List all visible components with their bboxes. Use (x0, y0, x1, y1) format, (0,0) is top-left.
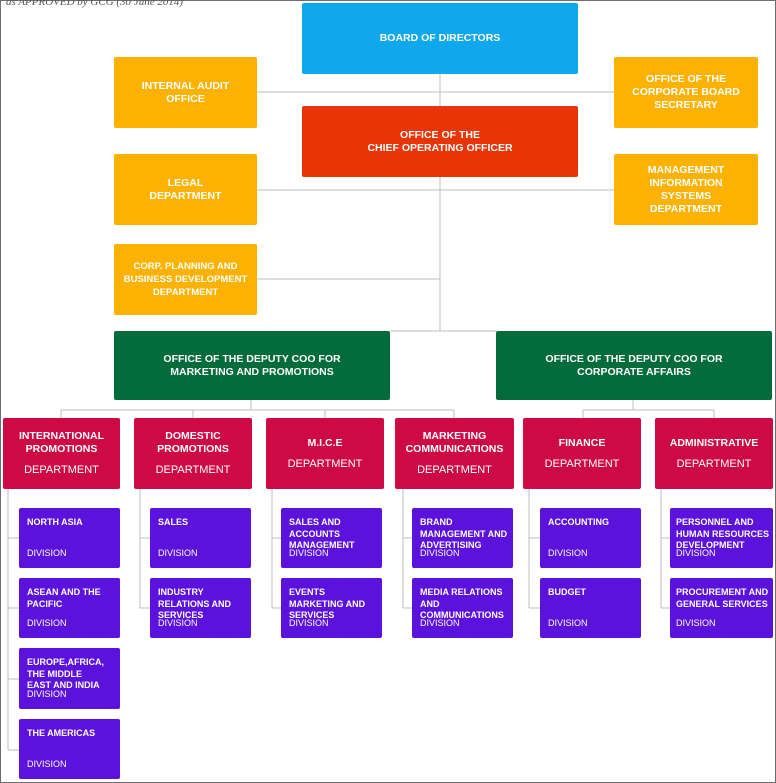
division-subtitle: DIVISION (27, 689, 67, 699)
deputy-coo-marketing-box[interactable]: OFFICE OF THE DEPUTY COO FOR MARKETING A… (114, 331, 390, 400)
approval-caption: as APPROVED by GCG (30 June 2014) (6, 0, 183, 8)
division-industry-relations[interactable]: INDUSTRY RELATIONS AND SERVICES DIVISION (150, 578, 251, 638)
board-of-directors-label: BOARD OF DIRECTORS (379, 32, 501, 44)
dept-finance[interactable]: FINANCE DEPARTMENT (523, 418, 641, 489)
division-americas[interactable]: THE AMERICAS DIVISION (19, 719, 120, 779)
dept-title: ADMINISTRATIVE (669, 436, 759, 449)
dept-title: DOMESTIC PROMOTIONS (157, 430, 229, 455)
division-subtitle: DIVISION (420, 618, 460, 628)
division-sales-accounts[interactable]: SALES AND ACCOUNTS MANAGEMENT DIVISION (281, 508, 382, 568)
division-title: BRAND MANAGEMENT AND ADVERTISING (420, 517, 508, 550)
internal-audit-box[interactable]: INTERNAL AUDIT OFFICE (114, 57, 257, 128)
division-subtitle: DIVISION (420, 548, 460, 558)
dept-marketing-communications[interactable]: MARKETING COMMUNICATIONS DEPARTMENT (395, 418, 514, 489)
dept-subtitle: DEPARTMENT (287, 457, 363, 470)
division-events-marketing[interactable]: EVENTS MARKETING AND SERVICES DIVISION (281, 578, 382, 638)
division-media-relations[interactable]: MEDIA RELATIONS AND COMMUNICATIONS DIVIS… (412, 578, 513, 638)
dept-subtitle: DEPARTMENT (676, 457, 752, 470)
division-title: NORTH ASIA (27, 517, 83, 527)
division-asean-pacific[interactable]: ASEAN AND THE PACIFIC DIVISION (19, 578, 120, 638)
dept-international-promotions[interactable]: INTERNATIONAL PROMOTIONS DEPARTMENT (3, 418, 120, 489)
division-title: ACCOUNTING (548, 517, 609, 527)
dept-subtitle: DEPARTMENT (544, 457, 620, 470)
dept-title: M.I.C.E (307, 436, 343, 449)
division-brand-management[interactable]: BRAND MANAGEMENT AND ADVERTISING DIVISIO… (412, 508, 513, 568)
dept-mice[interactable]: M.I.C.E DEPARTMENT (266, 418, 384, 489)
corp-planning-box[interactable]: CORP. PLANNING AND BUSINESS DEVELOPMENT … (114, 244, 257, 315)
division-title: SALES AND ACCOUNTS MANAGEMENT (289, 517, 355, 550)
division-subtitle: DIVISION (548, 618, 588, 628)
mis-department-label: MANAGEMENT INFORMATION SYSTEMS DEPARTMEN… (647, 163, 725, 215)
division-subtitle: DIVISION (289, 618, 329, 628)
dept-administrative[interactable]: ADMINISTRATIVE DEPARTMENT (655, 418, 773, 489)
legal-department-label: LEGAL DEPARTMENT (149, 176, 222, 202)
division-title: PROCUREMENT AND GENERAL SERVICES (676, 587, 769, 609)
division-title: INDUSTRY RELATIONS AND SERVICES (158, 587, 231, 620)
dept-title: FINANCE (558, 436, 606, 449)
coo-label: OFFICE OF THE CHIEF OPERATING OFFICER (367, 128, 513, 154)
internal-audit-label: INTERNAL AUDIT OFFICE (141, 79, 230, 105)
division-budget[interactable]: BUDGET DIVISION (540, 578, 641, 638)
division-europe-africa[interactable]: EUROPE,AFRICA, THE MIDDLE EAST AND INDIA… (19, 648, 120, 709)
division-subtitle: DIVISION (158, 548, 198, 558)
division-title: ASEAN AND THE PACIFIC (27, 587, 101, 609)
division-accounting[interactable]: ACCOUNTING DIVISION (540, 508, 641, 568)
division-north-asia[interactable]: NORTH ASIA DIVISION (19, 508, 120, 568)
legal-department-box[interactable]: LEGAL DEPARTMENT (114, 154, 257, 225)
deputy-coo-corporate-label: OFFICE OF THE DEPUTY COO FOR CORPORATE A… (545, 352, 723, 378)
mis-department-box[interactable]: MANAGEMENT INFORMATION SYSTEMS DEPARTMEN… (614, 154, 758, 225)
division-title: THE AMERICAS (27, 728, 96, 738)
corporate-board-secretary-label: OFFICE OF THE CORPORATE BOARD SECRETARY (632, 73, 740, 111)
board-of-directors-box[interactable]: BOARD OF DIRECTORS (302, 3, 578, 74)
division-subtitle: DIVISION (676, 548, 716, 558)
division-subtitle: DIVISION (27, 548, 67, 558)
dept-subtitle: DEPARTMENT (155, 464, 231, 476)
division-title: BUDGET (548, 587, 586, 597)
division-title: SALES (158, 517, 189, 527)
division-subtitle: DIVISION (289, 548, 329, 558)
division-sales[interactable]: SALES DIVISION (150, 508, 251, 568)
dept-title: INTERNATIONAL PROMOTIONS (19, 430, 104, 455)
dept-subtitle: DEPARTMENT (24, 464, 99, 476)
division-subtitle: DIVISION (27, 759, 67, 769)
corporate-board-secretary-box[interactable]: OFFICE OF THE CORPORATE BOARD SECRETARY (614, 57, 758, 128)
division-title: EUROPE,AFRICA, THE MIDDLE EAST AND INDIA (27, 657, 105, 690)
coo-box[interactable]: OFFICE OF THE CHIEF OPERATING OFFICER (302, 106, 578, 177)
division-personnel-hr[interactable]: PERSONNEL AND HUMAN RESOURCES DEVELOPMEN… (670, 508, 773, 568)
division-procurement[interactable]: PROCUREMENT AND GENERAL SERVICES DIVISIO… (670, 578, 773, 638)
division-title: PERSONNEL AND HUMAN RESOURCES DEVELOPMEN… (676, 517, 770, 550)
division-title: MEDIA RELATIONS AND COMMUNICATIONS (420, 587, 504, 620)
division-subtitle: DIVISION (27, 618, 67, 628)
deputy-coo-corporate-box[interactable]: OFFICE OF THE DEPUTY COO FOR CORPORATE A… (496, 331, 772, 400)
corp-planning-label: CORP. PLANNING AND BUSINESS DEVELOPMENT … (123, 261, 248, 298)
dept-domestic-promotions[interactable]: DOMESTIC PROMOTIONS DEPARTMENT (134, 418, 252, 489)
dept-subtitle: DEPARTMENT (417, 464, 492, 476)
division-title: EVENTS MARKETING AND SERVICES (289, 587, 366, 620)
division-subtitle: DIVISION (676, 618, 716, 628)
division-subtitle: DIVISION (548, 548, 588, 558)
dept-title: MARKETING COMMUNICATIONS (405, 430, 504, 455)
deputy-coo-marketing-label: OFFICE OF THE DEPUTY COO FOR MARKETING A… (163, 352, 341, 378)
division-subtitle: DIVISION (158, 618, 198, 628)
